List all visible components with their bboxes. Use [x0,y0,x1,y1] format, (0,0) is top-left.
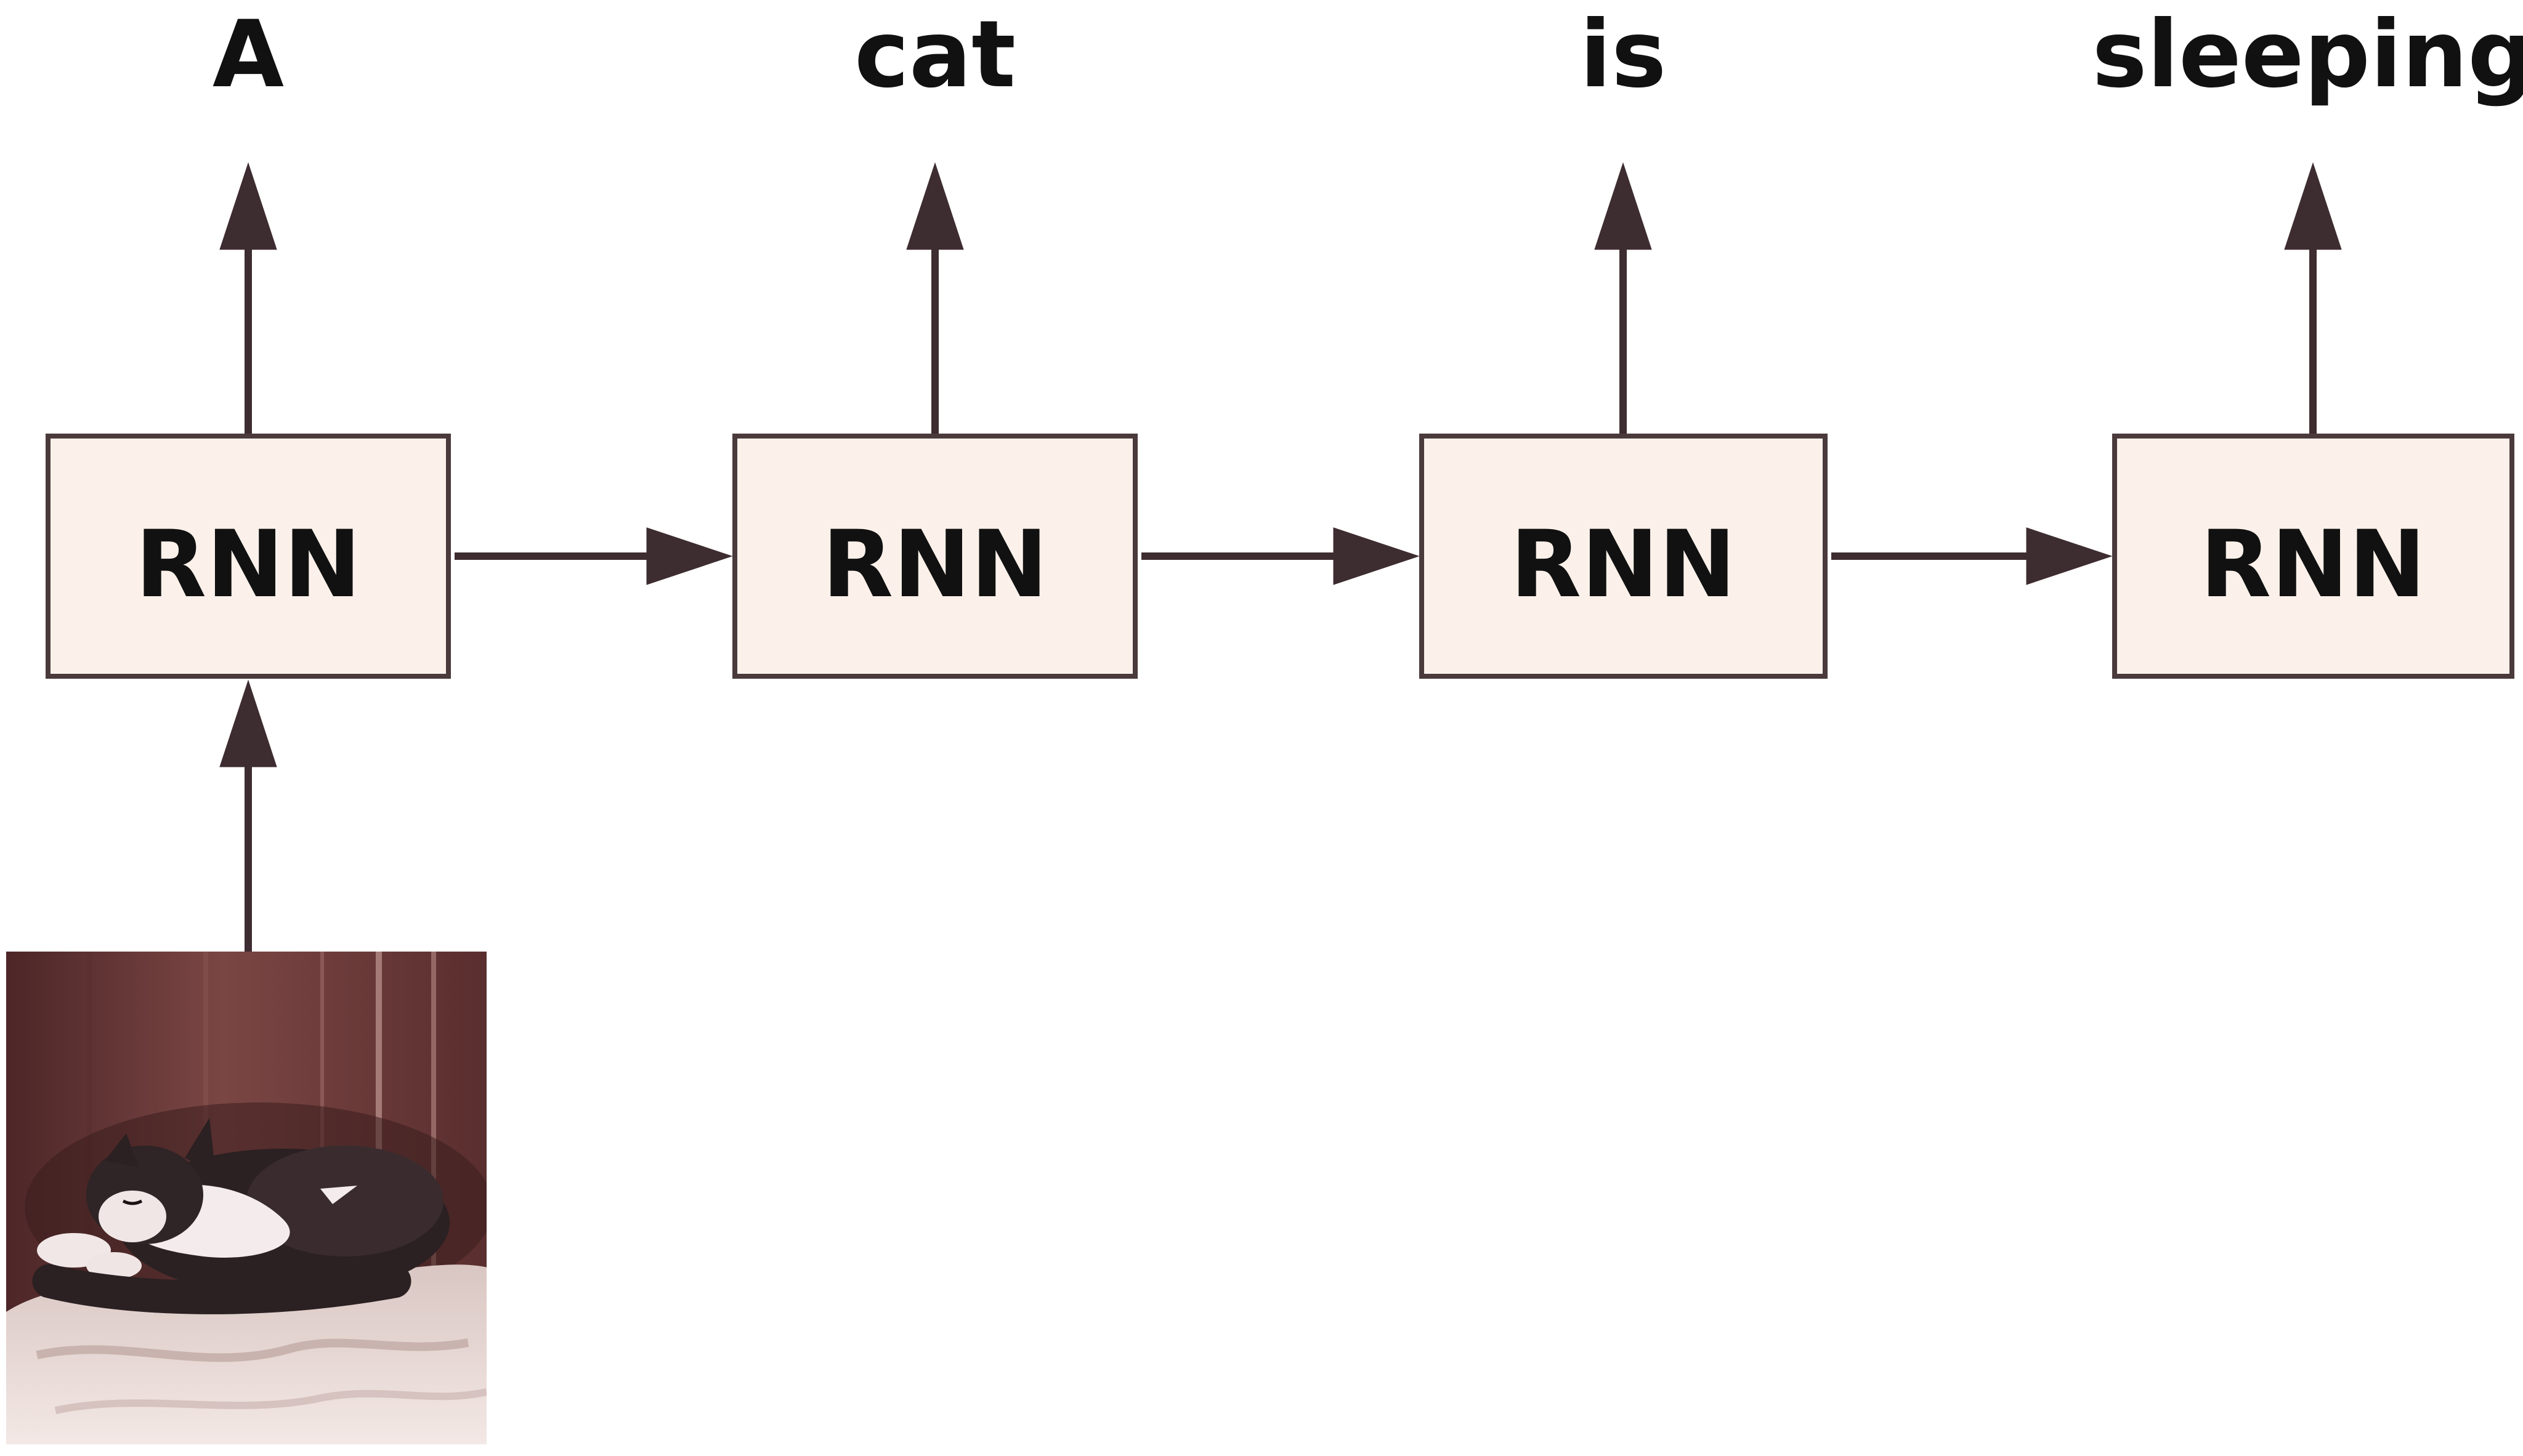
output-arrow-3-head [1594,162,1652,250]
output-word-1: A [213,1,284,108]
output-arrow-4-head [2284,162,2342,250]
rnn-box-3 [1419,434,1828,679]
recurrent-arrow-3-head [2026,527,2113,585]
input-arrow-head [219,679,277,767]
output-arrows [219,162,2342,434]
sleeping-cat-photo [6,952,487,1444]
output-word-4: sleeping [2092,1,2523,108]
rnn-box-4 [2112,434,2514,679]
rnn-box-2 [732,434,1138,679]
output-word-3: is [1580,1,1667,108]
recurrent-arrows [455,527,2113,585]
rnn-label-1: RNN [136,511,362,618]
input-arrow [219,679,277,952]
output-word-2: cat [854,1,1016,108]
recurrent-arrow-2-head [1333,527,1420,585]
output-arrow-1-head [219,162,277,250]
output-arrow-2-head [906,162,964,250]
rnn-cells: RNN RNN RNN RNN [46,434,2514,679]
recurrent-arrow-1-head [646,527,733,585]
rnn-label-2: RNN [822,511,1048,618]
rnn-label-3: RNN [1510,511,1736,618]
rnn-box-1 [46,434,451,679]
rnn-label-4: RNN [2200,511,2426,618]
